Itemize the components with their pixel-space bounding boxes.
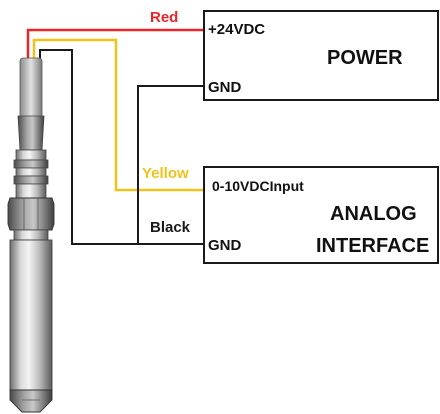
black-wire bbox=[39, 49, 204, 245]
power-terminal-gnd: GND bbox=[208, 79, 242, 96]
yellow-wire-label: Yellow bbox=[142, 165, 189, 182]
power-terminal-24vdc: +24VDC bbox=[208, 21, 265, 38]
analog-terminal-input: 0-10VDCInput bbox=[212, 178, 304, 194]
black-wire-label: Black bbox=[150, 219, 191, 236]
yellow-wire bbox=[32, 38, 204, 192]
power-title: POWER bbox=[327, 47, 403, 69]
analog-title-line2: INTERFACE bbox=[316, 235, 429, 257]
red-wire-label: Red bbox=[150, 9, 178, 26]
red-wire bbox=[26, 28, 204, 62]
analog-interface-box bbox=[203, 166, 439, 264]
ground-bridge-wire bbox=[137, 85, 204, 244]
pressure-sensor-illustration bbox=[7, 57, 55, 413]
analog-terminal-gnd: GND bbox=[208, 237, 242, 254]
power-box bbox=[203, 10, 439, 101]
analog-title-line1: ANALOG bbox=[330, 203, 417, 225]
